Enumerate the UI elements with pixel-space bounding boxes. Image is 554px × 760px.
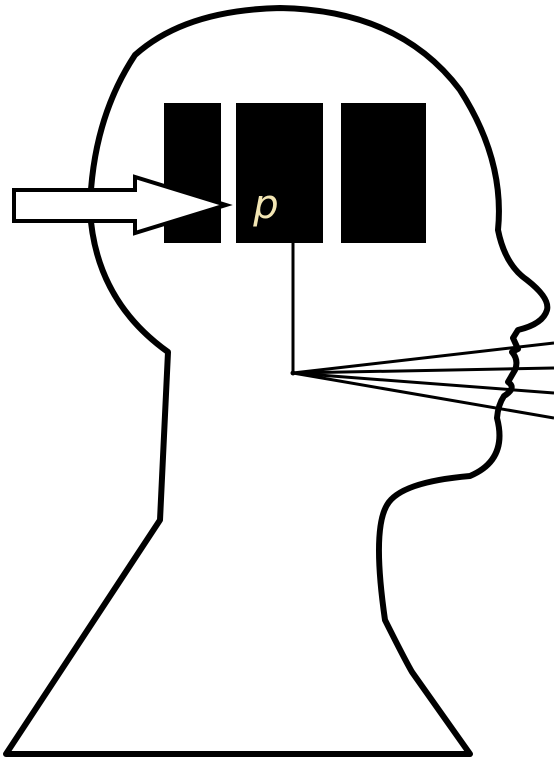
symbol-p: p [252, 182, 278, 228]
memory-block-middle [236, 103, 323, 243]
output-node [291, 371, 296, 376]
memory-block-right [341, 103, 426, 243]
